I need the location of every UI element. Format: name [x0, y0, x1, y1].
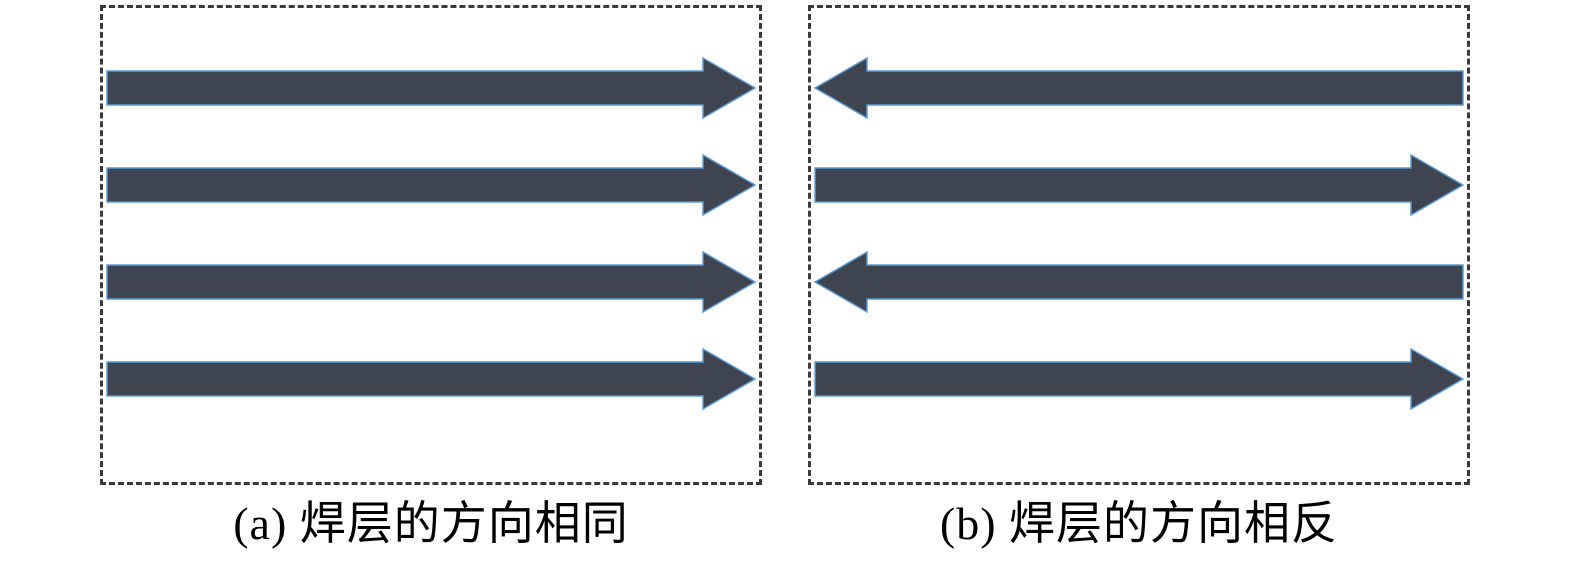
- weld-direction-arrow-right: [814, 153, 1465, 217]
- weld-direction-arrow-right: [106, 250, 757, 314]
- panel-b-caption: (b) 焊层的方向相反: [939, 498, 1339, 549]
- weld-direction-arrow-right: [106, 56, 757, 120]
- panel-b-dashed-box: [808, 5, 1470, 485]
- panel-b-arrows-canvas: [813, 56, 1465, 411]
- weld-direction-arrow-right: [106, 347, 757, 411]
- panel-a-dashed-box: [100, 5, 762, 485]
- weld-direction-arrow-left: [813, 250, 1464, 314]
- weld-direction-arrow-right: [106, 153, 757, 217]
- weld-direction-arrow-right: [814, 347, 1465, 411]
- weld-direction-arrow-left: [813, 56, 1464, 120]
- panel-a-arrows-canvas: [106, 56, 757, 411]
- panel-a-caption: (a) 焊层的方向相同: [233, 498, 629, 549]
